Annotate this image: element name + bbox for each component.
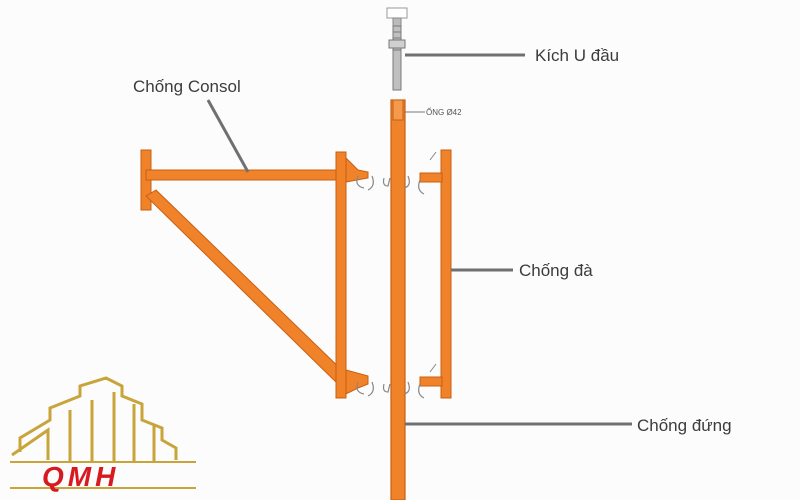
label-chong-da: Chống đà: [519, 261, 593, 280]
vertical-post: [390, 99, 406, 500]
label-chong-dung: Chống đứng: [637, 416, 732, 435]
post-hooks: [356, 175, 410, 397]
label-chong-consol: Chống Consol: [133, 77, 241, 96]
label-kich-u-dau: Kích U đầu: [535, 46, 619, 65]
u-head-jack: [386, 7, 408, 91]
logo-text: QMH: [42, 461, 119, 492]
qmh-logo: QMH: [10, 376, 196, 492]
console-bracket: [140, 149, 369, 399]
beam-support-frame: [418, 149, 452, 399]
label-ong-42: ỐNG Ø42: [426, 107, 462, 117]
leader-lines: [206, 53, 632, 426]
